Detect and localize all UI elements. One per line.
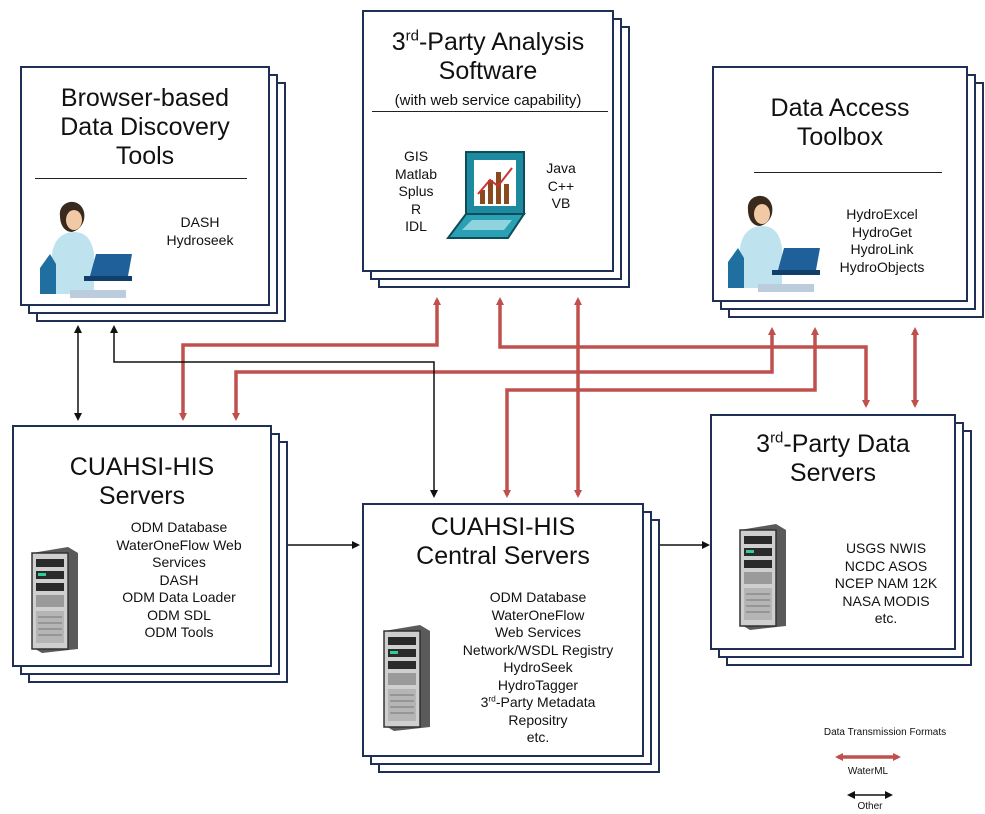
analysis-software-box: 3rd-Party Analysis Software (with web se… xyxy=(362,10,630,288)
tool-list: DASH Hydroseek xyxy=(166,214,234,248)
third-party-data-servers-box: 3rd-Party Data Servers USGS NWIS NCDC AS… xyxy=(710,414,972,666)
toolbox-list: HydroExcel HydroGet HydroLink HydroObjec… xyxy=(839,206,925,275)
server-tower-icon xyxy=(383,625,430,731)
box-title: CUAHSI-HIS Servers xyxy=(69,453,215,510)
his-servers-box: CUAHSI-HIS Servers ODM Database WaterOne… xyxy=(12,425,288,683)
legend-title: Data Transmission Formats xyxy=(823,727,947,738)
his-components-list: ODM Database WaterOneFlow Web Services D… xyxy=(116,519,242,640)
analysis-tools-list: GIS Matlab Splus R IDL xyxy=(394,148,438,234)
box-title: Data Access Toolbox xyxy=(770,94,910,151)
external-data-list: USGS NWIS NCDC ASOS NCEP NAM 12K NASA MO… xyxy=(834,540,938,626)
waterml-arrow-toolbox-central xyxy=(503,327,819,498)
legend-other-label: Other xyxy=(857,801,883,812)
chart-laptop-icon xyxy=(446,151,526,239)
languages-list: Java C++ VB xyxy=(546,160,576,211)
subtitle-underline xyxy=(372,111,608,112)
legend-waterml-label: WaterML xyxy=(847,766,889,777)
waterml-arrow-toolbox-his xyxy=(232,327,776,421)
central-components-list: ODM Database WaterOneFlow Web Services N… xyxy=(462,589,614,745)
title-divider xyxy=(754,172,942,173)
title-divider xyxy=(35,178,247,179)
person-at-laptop-icon xyxy=(728,195,820,292)
browser-discovery-tools-box: Browser-based Data Discovery Tools DASH … xyxy=(20,66,286,322)
person-at-laptop-icon xyxy=(40,201,132,298)
box-title: 3rd-Party Data Servers xyxy=(756,429,910,487)
box-title: Browser-based Data Discovery Tools xyxy=(60,84,230,170)
box-subtitle: (with web service capability) xyxy=(394,92,582,109)
server-tower-icon xyxy=(739,524,786,630)
box-title: CUAHSI-HIS Central Servers xyxy=(416,513,590,570)
data-access-toolbox-box: Data Access Toolbox HydroExcel HydroGet … xyxy=(712,66,984,318)
box-title: 3rd-Party Analysis Software xyxy=(391,27,585,85)
other-arrow-browser-central xyxy=(110,325,438,498)
central-servers-box: CUAHSI-HIS Central Servers ODM Database … xyxy=(362,503,660,773)
server-tower-icon xyxy=(31,547,78,653)
